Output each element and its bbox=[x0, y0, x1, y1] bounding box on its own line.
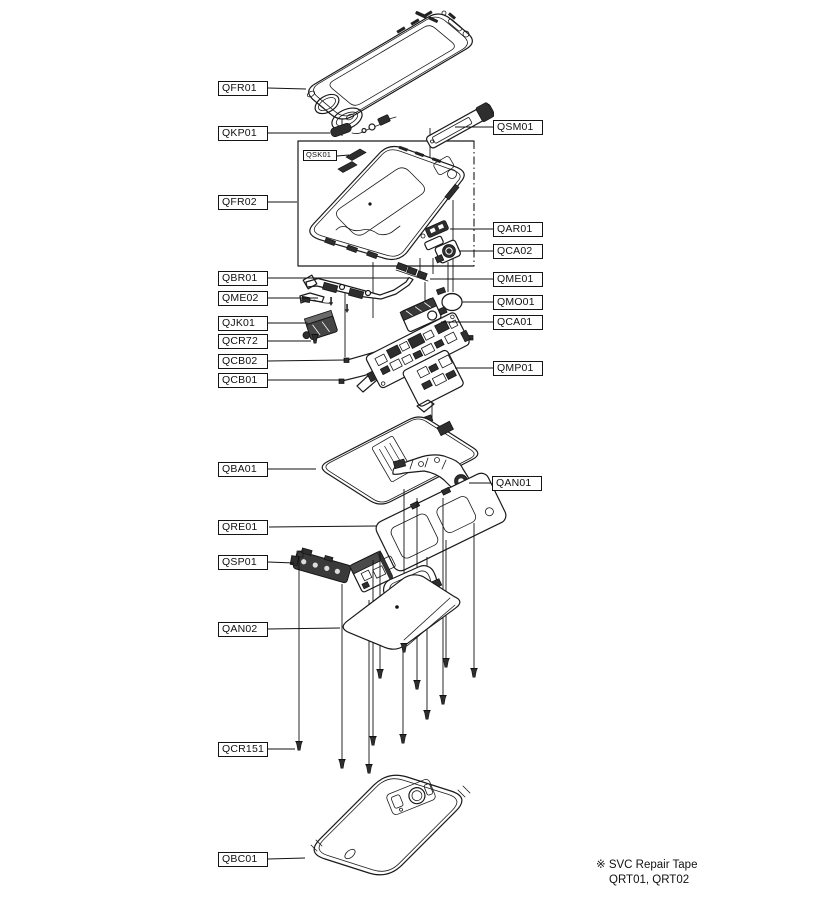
part-label-qjk01: QJK01 bbox=[218, 316, 268, 331]
bracket-flex-drawing bbox=[302, 274, 414, 313]
part-label-qan02: QAN02 bbox=[218, 622, 268, 637]
part-label-qsk01: QSK01 bbox=[303, 150, 337, 161]
leader-lines bbox=[267, 87, 493, 860]
rear-bracket-drawing bbox=[375, 472, 507, 574]
part-label-qca02: QCA02 bbox=[493, 244, 543, 259]
part-label-qbr01: QBR01 bbox=[218, 271, 268, 286]
back-cover-drawing bbox=[310, 774, 471, 876]
front-display-drawing bbox=[306, 10, 473, 121]
part-label-qca01: QCA01 bbox=[493, 315, 543, 330]
sim-tray-drawing bbox=[426, 102, 495, 149]
antenna-pad-drawing bbox=[342, 565, 461, 650]
footnote-svc-repair-tape: ※ SVC Repair Tape QRT01, QRT02 bbox=[596, 858, 697, 888]
part-label-qre01: QRE01 bbox=[218, 520, 268, 535]
part-label-qme01: QME01 bbox=[493, 272, 543, 287]
earjack-drawing bbox=[302, 309, 338, 340]
side-key-drawing bbox=[337, 148, 367, 173]
part-label-qmo01: QMO01 bbox=[493, 295, 543, 310]
speaker-drawing bbox=[289, 547, 394, 593]
part-label-qbc01: QBC01 bbox=[218, 852, 268, 867]
part-label-qba01: QBA01 bbox=[218, 462, 268, 477]
part-label-qmp01: QMP01 bbox=[493, 361, 543, 376]
home-key-drawing bbox=[330, 107, 397, 138]
part-label-qsm01: QSM01 bbox=[493, 120, 543, 135]
part-label-qfr01: QFR01 bbox=[218, 81, 268, 96]
part-label-qme02: QME02 bbox=[218, 291, 268, 306]
mainboard-drawing bbox=[365, 312, 471, 424]
footnote-line1: ※ SVC Repair Tape bbox=[596, 859, 698, 871]
part-label-qcb02: QCB02 bbox=[218, 354, 268, 369]
front-camera-drawing bbox=[399, 297, 448, 333]
screw-set bbox=[294, 643, 479, 774]
footnote-line2: QRT01, QRT02 bbox=[609, 874, 690, 886]
part-label-qsp01: QSP01 bbox=[218, 555, 268, 570]
frame-boundary-box bbox=[297, 140, 475, 267]
flex-connector-drawing bbox=[395, 262, 429, 282]
part-label-qcr151: QCR151 bbox=[218, 742, 268, 757]
mid-frame-drawing bbox=[309, 145, 465, 261]
part-label-qcr72: QCR72 bbox=[218, 334, 268, 349]
rear-camera-drawing bbox=[434, 239, 461, 264]
receiver-drawing bbox=[420, 220, 449, 251]
part-label-qar01: QAR01 bbox=[493, 222, 543, 237]
part-label-qfr02: QFR02 bbox=[218, 195, 268, 210]
part-label-qan01: QAN01 bbox=[492, 476, 542, 491]
part-label-qcb01: QCB01 bbox=[218, 373, 268, 388]
part-label-qkp01: QKP01 bbox=[218, 126, 268, 141]
